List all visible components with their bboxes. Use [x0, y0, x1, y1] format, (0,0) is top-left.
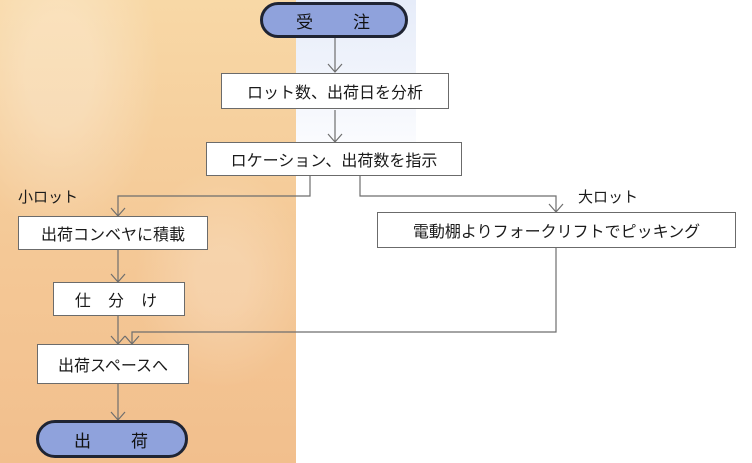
branch-line-large — [359, 176, 557, 212]
analyze-lot-and-ship-date-box: ロット数、出荷日を分析 — [221, 73, 449, 109]
start-node-order-received: 受 注 — [260, 2, 408, 38]
branch-line-small — [117, 176, 311, 216]
arrowhead-analyze — [327, 63, 343, 73]
small-lot-label: 小ロット — [18, 188, 79, 206]
sorting-box: 仕 分 け — [53, 282, 185, 316]
merge-line-large — [131, 248, 557, 344]
large-lot-label: 大ロット — [578, 188, 639, 206]
shipping-space-box: 出荷スペースへ — [37, 344, 189, 384]
end-node-shipment: 出 荷 — [36, 420, 188, 458]
instruct-location-and-quantity-box: ロケーション、出荷数を指示 — [206, 142, 462, 176]
conveyor-loading-box: 出荷コンベヤに積載 — [18, 216, 208, 250]
forklift-picking-box: 電動棚よりフォークリフトでピッキング — [377, 212, 736, 248]
